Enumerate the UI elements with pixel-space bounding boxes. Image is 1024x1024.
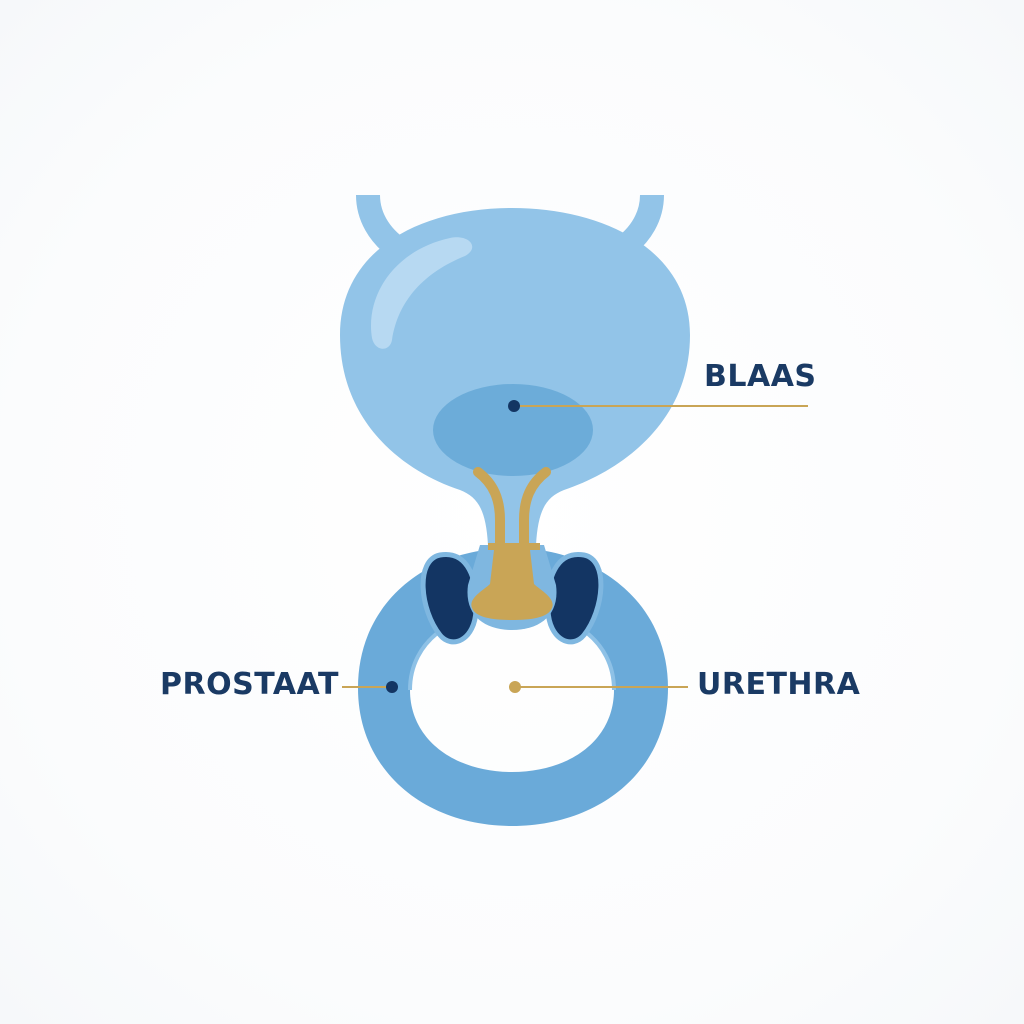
label-blaas: BLAAS (704, 359, 817, 394)
urethra-branch-left (473, 467, 505, 553)
label-urethra: URETHRA (697, 667, 861, 702)
bladder-highlight (370, 237, 473, 349)
dot-prostaat (386, 681, 398, 693)
seminal-vesicle-left (420, 552, 479, 645)
seminal-vesicle-right (545, 552, 604, 645)
urethra-band (488, 543, 540, 550)
urethra-prostatic (471, 550, 553, 620)
bladder (340, 208, 690, 545)
dot-urethra (509, 681, 521, 693)
dot-blaas (508, 400, 520, 412)
urethra-branch-right (519, 467, 551, 553)
bladder-trigone (433, 384, 593, 476)
label-prostaat: PROSTAAT (160, 667, 339, 702)
